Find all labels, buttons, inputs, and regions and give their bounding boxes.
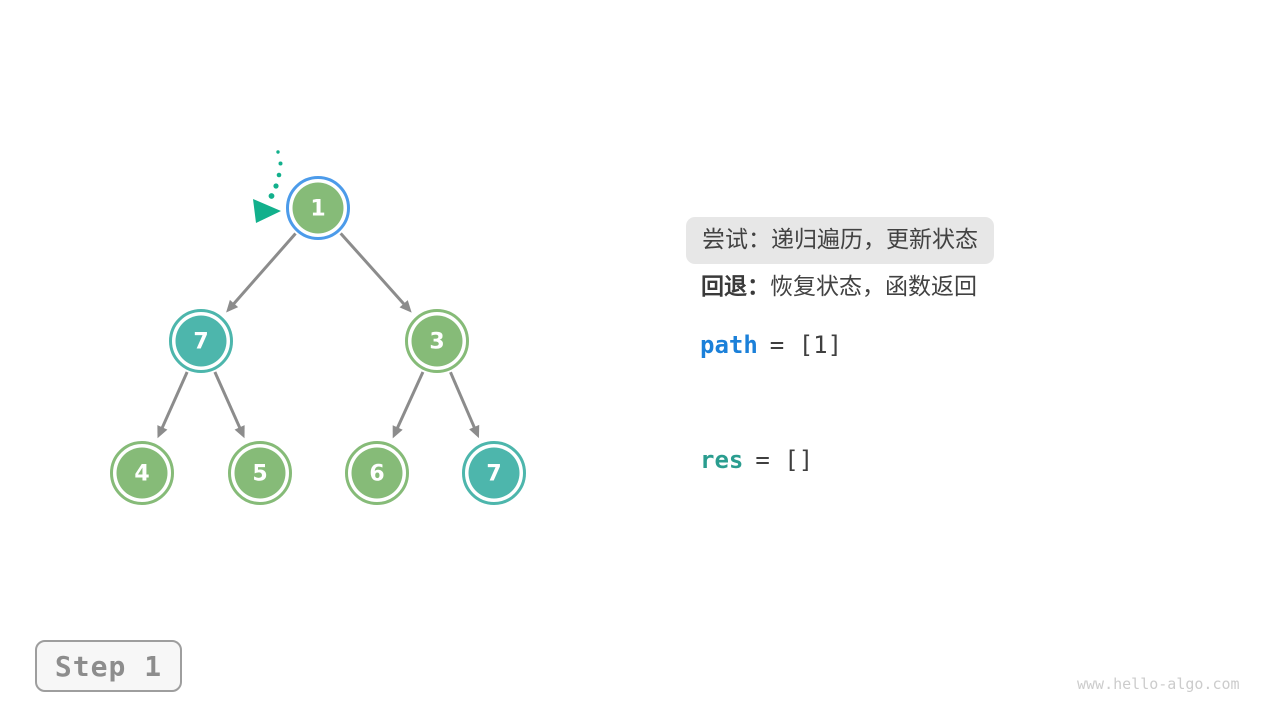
- node-ring: [462, 441, 526, 505]
- path-variable: path: [700, 331, 758, 359]
- node-ring: [345, 441, 409, 505]
- tree-edge-n3-n7r: [449, 371, 477, 430]
- pointer-dot: [268, 193, 275, 199]
- res-value: = []: [755, 446, 814, 474]
- tree-node-4: 4: [110, 441, 174, 505]
- tree-edge-n7l-n4: [160, 371, 189, 430]
- path-state-line: path = [1]: [700, 333, 842, 357]
- tree-edge-arrowhead: [469, 424, 480, 439]
- node-disc: [292, 182, 344, 234]
- pointer-dot: [273, 183, 279, 189]
- node-label: 7: [486, 462, 501, 487]
- tree-edge-n3-n6: [395, 371, 425, 430]
- tree-edge-arrowhead: [399, 300, 412, 313]
- node-label: 3: [429, 330, 444, 355]
- backtrack-label: 回退：: [701, 274, 770, 300]
- pointer-arrow-icon: [253, 199, 281, 223]
- tree-edge-arrowhead: [392, 425, 403, 439]
- tree-edge-n7l-n5: [213, 371, 242, 430]
- pointer-dot: [278, 161, 283, 166]
- tree-node-1-current: 1: [286, 176, 350, 240]
- node-disc: [116, 447, 168, 499]
- node-ring: [110, 441, 174, 505]
- current-node-ring: [286, 176, 350, 240]
- backtrack-line: 回退：恢复状态，函数返回: [701, 274, 977, 300]
- node-ring: [405, 309, 469, 373]
- node-label: 6: [369, 462, 384, 487]
- watermark: www.hello-algo.com: [1077, 675, 1240, 693]
- backtrack-text: 恢复状态，函数返回: [770, 274, 977, 300]
- tree-edge-arrowhead: [157, 425, 168, 439]
- try-text: 递归遍历，更新状态: [771, 227, 978, 253]
- pointer-dot: [276, 172, 282, 178]
- node-label: 5: [252, 462, 267, 487]
- tree-node-7: 7: [462, 441, 526, 505]
- try-label: 尝试：: [702, 227, 771, 253]
- res-variable: res: [700, 446, 744, 474]
- node-label: 1: [310, 197, 325, 222]
- node-label: 4: [134, 462, 149, 487]
- node-label: 7: [193, 330, 208, 355]
- tree-edge-n1-n3: [339, 232, 407, 307]
- res-state-line: res = []: [700, 448, 813, 472]
- node-disc: [175, 315, 227, 367]
- node-disc: [351, 447, 403, 499]
- step-badge: Step 1: [35, 640, 182, 692]
- tree-node-5: 5: [228, 441, 292, 505]
- tree-node-3: 3: [405, 309, 469, 373]
- path-value: = [1]: [769, 331, 843, 359]
- tree-edge-n1-n7l: [231, 232, 297, 306]
- try-line-highlight: 尝试：递归遍历，更新状态: [686, 217, 994, 265]
- tree-node-6: 6: [345, 441, 409, 505]
- node-disc: [234, 447, 286, 499]
- tree-edge-arrowhead: [226, 299, 239, 313]
- node-ring: [169, 309, 233, 373]
- tree-node-7: 7: [169, 309, 233, 373]
- node-disc: [468, 447, 520, 499]
- node-ring: [228, 441, 292, 505]
- tree-edge-arrowhead: [234, 425, 245, 439]
- pointer-dot: [276, 150, 280, 154]
- node-disc: [411, 315, 463, 367]
